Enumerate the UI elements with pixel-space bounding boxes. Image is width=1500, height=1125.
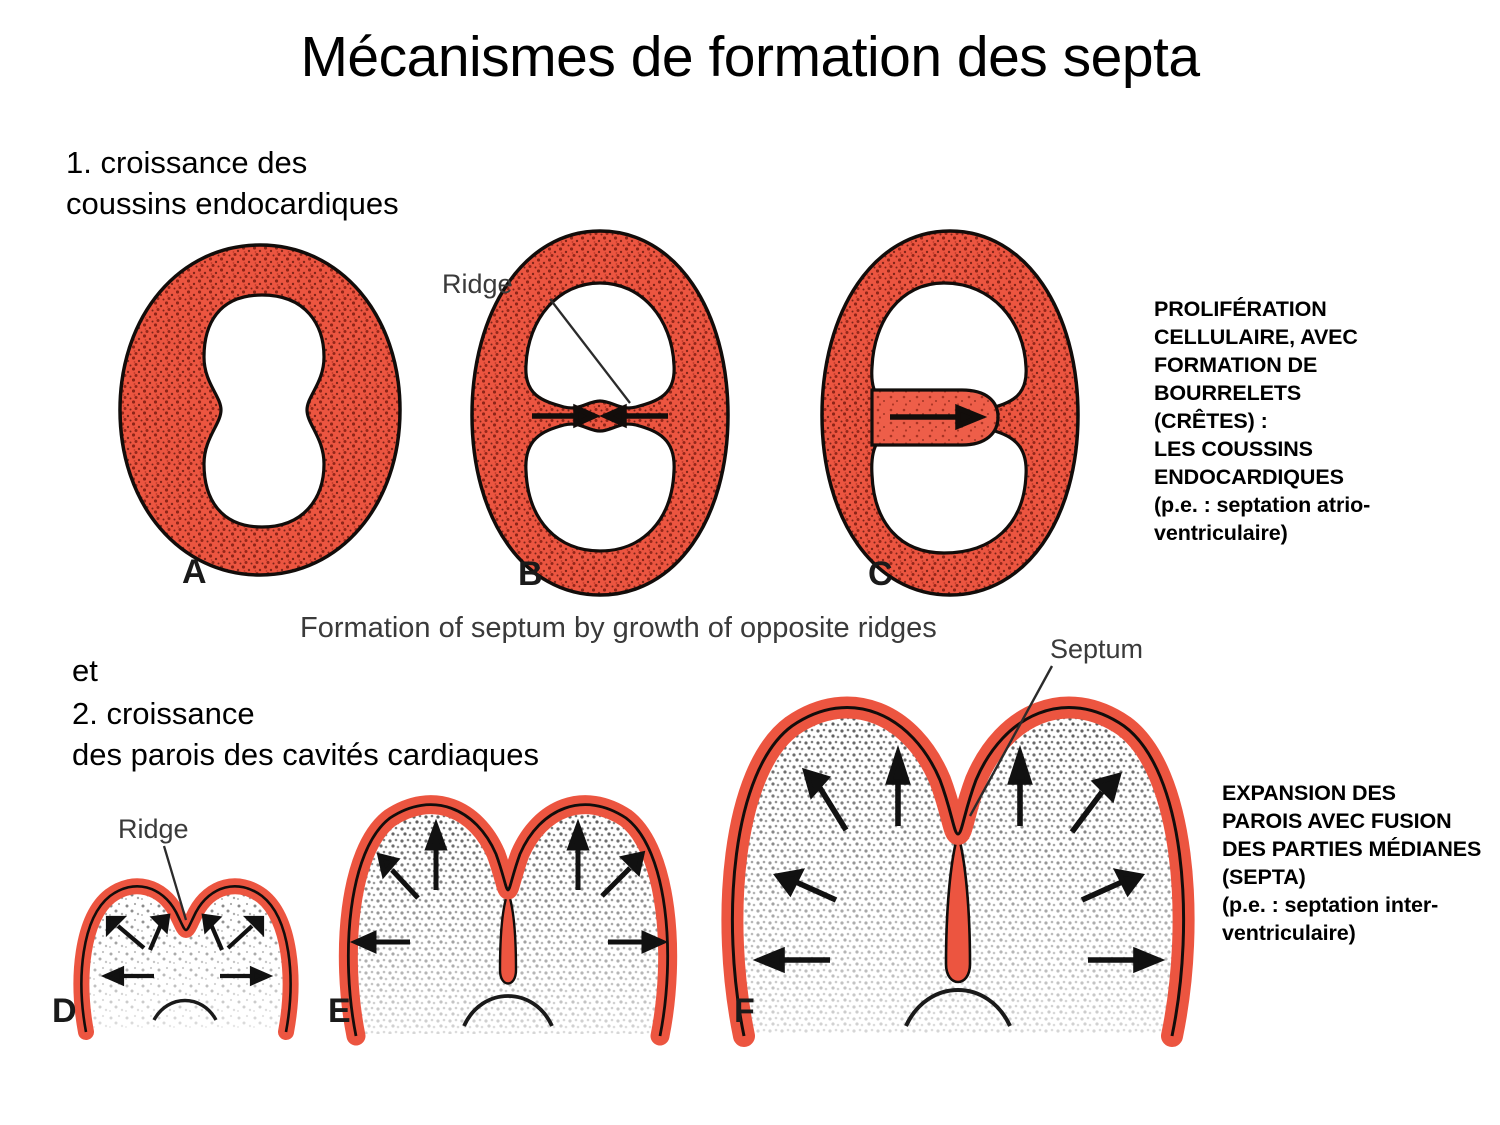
panel-d-arrows [100,913,274,987]
panel-e-letter: E [328,992,351,1030]
ridge-label-bottom-group: Ridge [118,814,189,921]
connector-text: et [72,653,98,688]
panel-f: F [721,696,1195,1047]
figure-wall-expansion: D Ridge E [40,620,1240,1047]
panel-a-lumen [202,293,326,529]
panel-f-wall-outline [730,706,1186,1037]
panel-c: C [820,229,1080,597]
note-proliferation: PROLIFÉRATION CELLULAIRE, AVEC FORMATION… [1154,297,1371,545]
panel-b-arrows [532,403,668,429]
panel-d: D [52,878,299,1040]
septum-label: Septum [1050,634,1143,664]
panel-f-valve-arc [904,988,1012,1027]
ridge-label-top: Ridge [442,269,513,299]
panel-b-lumen-lower [524,422,676,553]
ridge-leader-line-bottom [162,845,188,921]
panel-e-septum [498,888,518,985]
panel-e-valve-arc [462,994,554,1027]
panel-d-letter: D [52,992,77,1030]
panel-e-wall-outline [346,803,670,1037]
panel-a-letter: A [182,553,207,591]
panel-a: A [118,243,402,591]
panel-b-letter: B [518,555,543,593]
figure-caption-top: Formation of septum by growth of opposit… [300,612,937,644]
ridge-label-bottom: Ridge [118,814,189,844]
ridge-leader-line-top [549,298,631,404]
ridge-label-top-group: Ridge [442,269,631,404]
panel-c-letter: C [868,555,893,593]
bullet-one-text: 1. croissance des coussins endocardiques [66,145,399,222]
panel-e: E [328,795,678,1046]
bullet-two-text: 2. croissance des parois des cavités car… [72,696,539,773]
septum-leader-line [968,665,1054,817]
panel-f-septum [944,829,972,984]
note-expansion: EXPANSION DES PAROIS AVEC FUSION DES PAR… [1222,781,1482,945]
figure-endocardial-cushions: A B Ridge [110,215,1170,615]
panel-f-letter: F [734,992,755,1030]
panel-d-fade [85,892,287,1030]
panel-d-valve-arc [152,998,218,1021]
panel-f-arrows [752,744,1166,974]
panel-e-arrows [349,818,669,954]
septum-label-group: Septum [968,634,1143,817]
panel-d-wall-outline [80,885,292,1033]
page-title: Mécanismes de formation des septa [300,25,1200,89]
panel-c-arrow [890,403,988,431]
panel-b: B [470,229,730,597]
